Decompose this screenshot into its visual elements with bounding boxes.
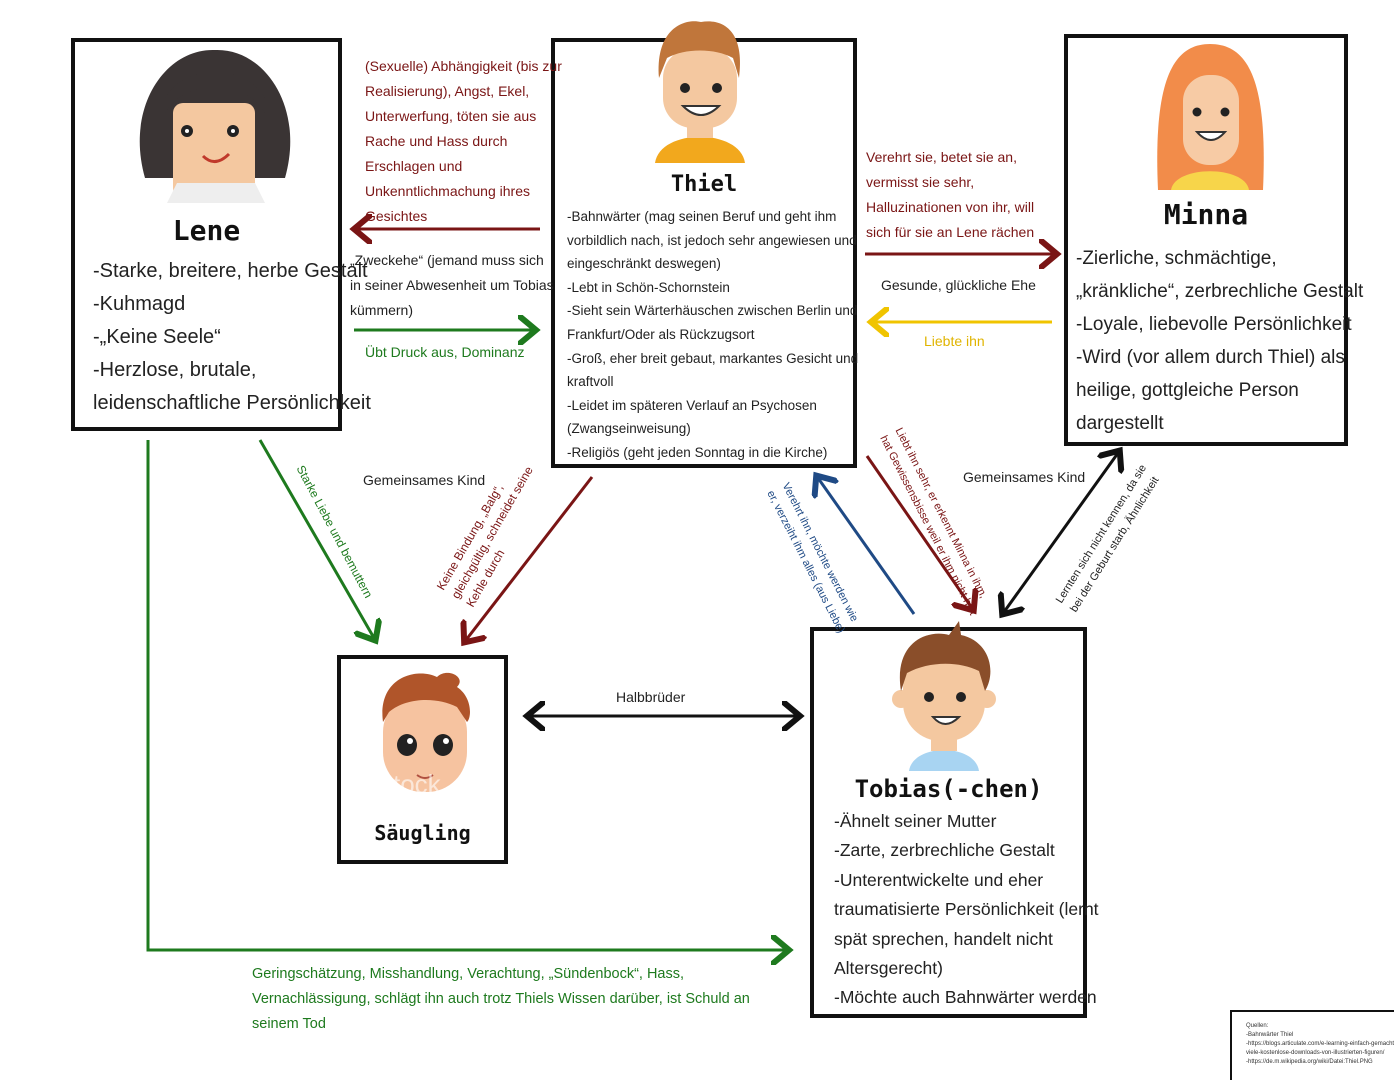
label-common-child-minna: Gemeinsames Kind (963, 469, 1086, 485)
minna-trait: -Loyale, liebevolle Persönlichkeit (1076, 314, 1352, 335)
thiel-avatar (655, 21, 745, 163)
minna-trait: dargestellt (1076, 413, 1164, 434)
arrow-thiel-saeugling (466, 476, 594, 640)
thiel-card: Thiel -Bahnwärter (mag seinen Beruf und … (551, 21, 858, 468)
sources-box: Quellen: -Bahnwärter Thiel -https://blog… (1230, 1010, 1394, 1080)
lene-trait: leidenschaftliche Persönlichkeit (93, 392, 371, 414)
thiel-traits: -Bahnwärter (mag seinen Beruf und geht i… (567, 205, 858, 465)
minna-traits: -Zierliche, schmächtige, „kränkliche“, z… (1076, 242, 1363, 440)
thiel-name: Thiel (670, 172, 738, 197)
arrow-lene-tobias (146, 440, 786, 950)
minna-trait: -Zierliche, schmächtige, (1076, 248, 1277, 269)
lene-trait: -Herzlose, brutale, (93, 359, 257, 381)
lene-traits: -Starke, breitere, herbe Gestalt -Kuhmag… (93, 255, 371, 420)
saeugling-name: Säugling (374, 821, 471, 845)
tobias-traits: -Ähnelt seiner Mutter -Zarte, zerbrechli… (834, 807, 1099, 1013)
label-common-child-lene: Gemeinsames Kind (363, 472, 486, 488)
minna-trait: heilige, gottgleiche Person (1076, 380, 1299, 401)
label-halfbrothers: Halbbrüder (616, 689, 686, 705)
tobias-trait: traumatisierte Persönlichkeit (lernt (834, 899, 1099, 920)
lene-name: Lene (172, 214, 241, 247)
label-thiel-minna: Verehrt sie, betet sie an, vermisst sie … (866, 149, 1035, 240)
tobias-name: Tobias(-chen) (854, 775, 1043, 803)
lene-avatar (139, 49, 291, 203)
arrow-tobias-thiel (818, 478, 916, 615)
thiel-trait: -Lebt in Schön-Schornstein (567, 279, 730, 295)
tobias-trait: -Ähnelt seiner Mutter (834, 811, 997, 831)
minna-trait: „kränkliche“, zerbrechliche Gestalt (1076, 281, 1364, 302)
label-minna-thiel: Liebte ihn (924, 333, 985, 349)
tobias-avatar (892, 621, 996, 771)
label-lene-thiel-druck: Übt Druck aus, Dominanz (365, 344, 525, 360)
arrow-minna-tobias (1004, 453, 1118, 612)
thiel-trait: Frankfurt/Oder als Rückzugsort (567, 326, 755, 342)
thiel-trait: kraftvoll (567, 374, 614, 390)
tobias-trait: -Zarte, zerbrechliche Gestalt (834, 840, 1055, 861)
label-lene-thiel-zweckehe: „Zweckehe“ (jemand muss sich in seiner A… (350, 252, 554, 318)
label-thiel-lene: (Sexuelle) Abhängigkeit (bis zur Realisi… (365, 58, 562, 224)
minna-trait: -Wird (vor allem durch Thiel) als (1076, 347, 1345, 368)
thiel-trait: -Bahnwärter (mag seinen Beruf und geht i… (567, 209, 837, 224)
minna-avatar (1157, 44, 1264, 190)
thiel-trait: -Leidet im späteren Verlauf an Psychosen (567, 397, 817, 413)
thiel-trait: eingeschränkt deswegen) (567, 256, 721, 272)
saeugling-watermark: tock (393, 769, 441, 799)
saeugling-avatar (382, 672, 470, 792)
arrow-thiel-tobias (865, 455, 972, 608)
tobias-trait: -Unterentwickelte und eher (834, 869, 1044, 890)
tobias-card: Tobias(-chen) -Ähnelt seiner Mutter -Zar… (810, 621, 1099, 1018)
tobias-trait: -Möchte auch Bahnwärter werden (834, 987, 1097, 1008)
tobias-trait: Altersgerecht) (834, 958, 943, 979)
label-thiel-minna-ehe: Gesunde, glückliche Ehe (881, 277, 1036, 293)
thiel-trait: (Zwangseinweisung) (567, 421, 691, 437)
minna-name: Minna (1163, 198, 1249, 231)
saeugling-card: tock Säugling (337, 655, 508, 864)
lene-card: Lene -Starke, breitere, herbe Gestalt -K… (71, 38, 371, 431)
lene-trait: -Starke, breitere, herbe Gestalt (93, 260, 368, 282)
tobias-trait: spät sprechen, handelt nicht (834, 928, 1053, 949)
minna-card: Minna -Zierliche, schmächtige, „kränklic… (1064, 34, 1363, 446)
label-lene-tobias: Geringschätzung, Misshandlung, Verachtun… (252, 966, 750, 1032)
thiel-trait: -Religiös (geht jeden Sonntag in die Kir… (567, 444, 828, 460)
thiel-trait: -Groß, eher breit gebaut, markantes Gesi… (567, 350, 859, 366)
lene-trait: -Kuhmagd (93, 293, 186, 315)
lene-trait: -„Keine Seele“ (93, 326, 221, 348)
arrow-lene-saeugling (258, 439, 374, 638)
thiel-trait: vorbildlich nach, ist jedoch sehr angewi… (567, 232, 857, 248)
thiel-trait: -Sieht sein Wärterhäuschen zwischen Berl… (567, 303, 858, 319)
